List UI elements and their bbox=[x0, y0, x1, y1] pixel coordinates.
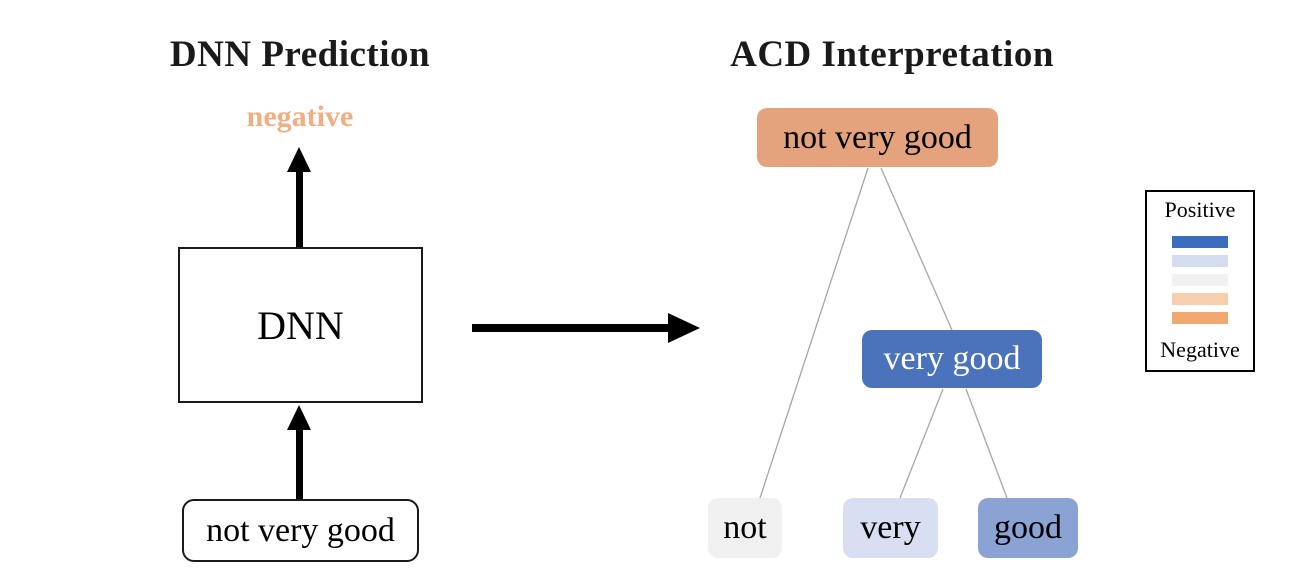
legend-positive-label: Positive bbox=[1164, 197, 1236, 222]
tree-node-root: not very good bbox=[757, 108, 998, 167]
legend-bar-positive-weak bbox=[1172, 255, 1228, 267]
legend-bar-positive-strong bbox=[1172, 236, 1228, 248]
edge-root-to-not bbox=[759, 167, 869, 499]
dnn-model-label: DNN bbox=[257, 302, 344, 348]
right-arrow-shaft bbox=[472, 324, 670, 332]
tree-node-root-label: not very good bbox=[783, 118, 972, 156]
legend-bar-negative-strong bbox=[1172, 312, 1228, 324]
up-arrow-head-icon bbox=[287, 405, 311, 430]
up-arrow-head-icon bbox=[287, 147, 311, 172]
tree-leaf-very: very bbox=[843, 498, 938, 558]
input-sentence-label: not very good bbox=[206, 511, 395, 549]
up-arrow-shaft bbox=[296, 429, 303, 499]
tree-node-very-good-label: very good bbox=[883, 340, 1021, 377]
legend-color-bars bbox=[1172, 236, 1228, 324]
dnn-prediction-title: DNN Prediction bbox=[169, 34, 431, 75]
tree-leaf-not: not bbox=[708, 498, 782, 558]
tree-leaf-very-label: very bbox=[860, 509, 921, 546]
up-arrow-shaft bbox=[296, 171, 303, 247]
acd-interpretation-title: ACD Interpretation bbox=[730, 34, 1054, 75]
prediction-label: negative bbox=[246, 100, 354, 133]
tree-node-very-good: very good bbox=[862, 330, 1042, 388]
legend-bar-negative-weak bbox=[1172, 293, 1228, 305]
tree-leaf-not-label: not bbox=[723, 509, 767, 546]
input-sentence-box: not very good bbox=[182, 499, 419, 562]
tree-leaf-good-label: good bbox=[994, 509, 1062, 546]
sentiment-color-legend: Positive Negative bbox=[1145, 190, 1255, 372]
edge-verygood-to-very bbox=[899, 388, 944, 499]
legend-bar-neutral bbox=[1172, 274, 1228, 286]
edge-verygood-to-good bbox=[965, 388, 1008, 499]
legend-negative-label: Negative bbox=[1160, 336, 1240, 362]
edge-root-to-verygood bbox=[880, 167, 953, 331]
right-arrow-head-icon bbox=[668, 313, 700, 343]
dnn-model-box: DNN bbox=[178, 247, 423, 403]
tree-leaf-good: good bbox=[978, 498, 1078, 558]
